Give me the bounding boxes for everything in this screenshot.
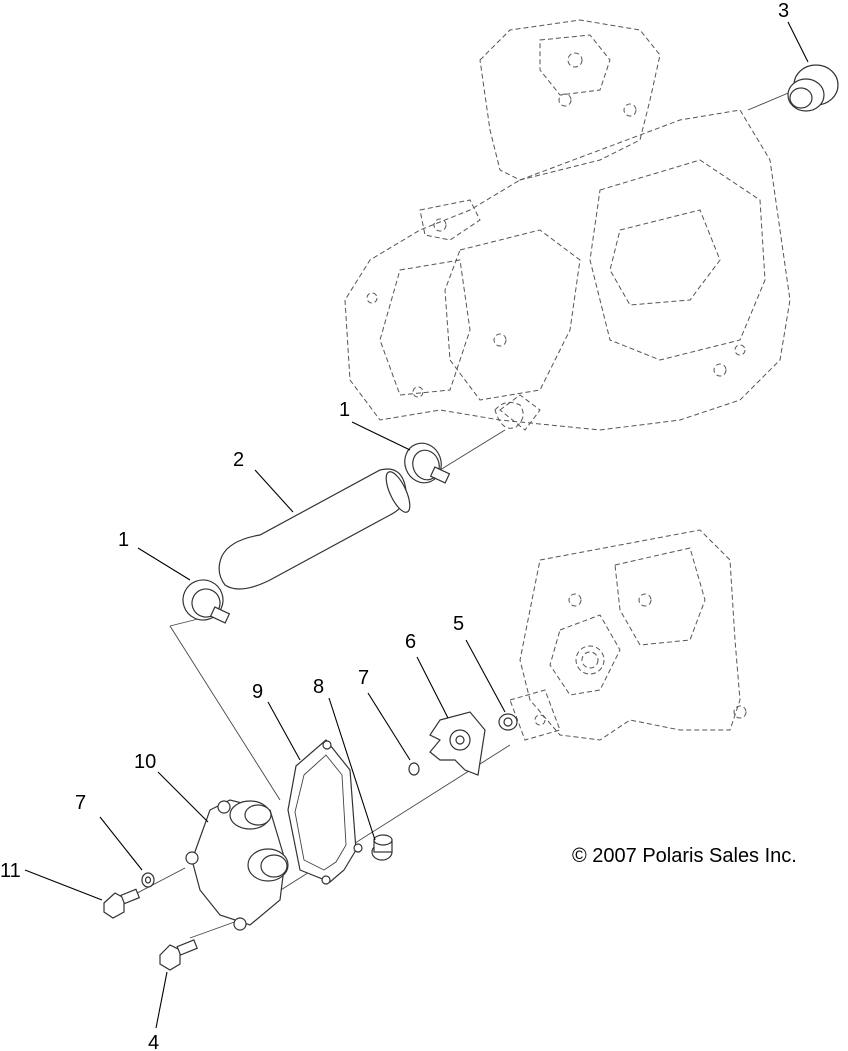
callout-label-2: 2 (233, 449, 244, 471)
coolant-hose-part (218, 468, 411, 590)
callout-label-11: 11 (0, 860, 21, 882)
bolt-cover-part (103, 888, 141, 919)
impeller-part (429, 711, 486, 776)
washer-pump-part (408, 762, 420, 776)
callout-label-9: 9 (252, 681, 263, 703)
pump-cover-part (185, 799, 289, 931)
gasket-part (287, 739, 363, 885)
callout-label-3: 3 (778, 0, 789, 22)
mechanical-seal-part (371, 834, 393, 861)
callout-label-1-lower: 1 (118, 529, 129, 551)
nut-part (498, 713, 518, 731)
bolt-lower-part (159, 939, 198, 971)
callout-label-7-cover: 7 (75, 792, 86, 814)
callout-label-5: 5 (453, 613, 464, 635)
callout-label-4: 4 (148, 1032, 159, 1051)
callout-label-6: 6 (405, 631, 416, 653)
hose-clamp-lower-part (182, 579, 231, 624)
callout-label-7-pump: 7 (358, 667, 369, 689)
hose-clamp-upper-part (404, 442, 451, 484)
engine-head-outline (344, 19, 791, 431)
copyright-notice: © 2007 Polaris Sales Inc. (572, 845, 797, 867)
callout-label-8: 8 (313, 676, 324, 698)
callout-labels: 3 1 2 1 5 6 7 8 9 10 7 11 4 (0, 0, 789, 1051)
leader-lines (24, 21, 809, 1029)
callout-label-10: 10 (134, 751, 156, 773)
thermostat-housing-part (787, 64, 839, 112)
engine-crankcase-outline (509, 529, 747, 741)
callout-label-1-upper: 1 (339, 399, 350, 421)
washer-cover-part (141, 872, 155, 888)
